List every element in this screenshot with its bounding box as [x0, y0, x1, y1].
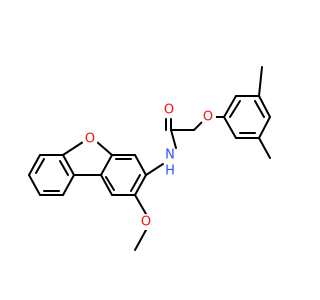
- bond: [145, 163, 164, 176]
- atom-symbol: O: [85, 132, 95, 147]
- atom-symbol: O: [203, 110, 213, 125]
- bond-layer: [28, 66, 271, 251]
- bond: [258, 95, 271, 118]
- bond-inner: [105, 176, 115, 191]
- bond: [134, 174, 147, 196]
- bond: [62, 154, 75, 176]
- atom-symbol: N: [165, 148, 175, 163]
- bond: [28, 174, 41, 196]
- atom-label-layer: O N H O O O: [82, 102, 216, 230]
- carbonyl-oxygen: O: [161, 102, 177, 118]
- bond: [134, 194, 147, 215]
- bond: [193, 121, 203, 131]
- bond: [134, 154, 147, 176]
- bond: [134, 229, 147, 251]
- bond: [100, 174, 113, 196]
- bond: [170, 129, 177, 149]
- bond-inner: [35, 158, 45, 174]
- bond: [96, 141, 113, 156]
- bond: [62, 174, 75, 196]
- ether-oxygen: O: [200, 109, 216, 125]
- bond-inner: [130, 174, 141, 192]
- atom-symbol: O: [164, 103, 174, 118]
- bond-inner: [229, 100, 241, 118]
- methyl-bond: [258, 66, 263, 97]
- molecule-structure: O N H O O O: [28, 66, 271, 251]
- bond-inner: [254, 100, 265, 118]
- bond: [28, 154, 41, 176]
- bond: [62, 141, 84, 156]
- bond: [258, 116, 271, 139]
- furan-oxygen: O: [82, 131, 98, 147]
- methoxy-oxygen: O: [138, 214, 154, 230]
- bond: [100, 154, 113, 176]
- bond: [223, 116, 237, 139]
- bond-inner: [59, 160, 69, 176]
- atom-hydrogen: H: [165, 164, 175, 179]
- bond: [223, 95, 237, 118]
- amide-nitrogen: N H: [162, 147, 178, 179]
- methyl-bond: [258, 137, 271, 159]
- atom-symbol: O: [141, 215, 151, 230]
